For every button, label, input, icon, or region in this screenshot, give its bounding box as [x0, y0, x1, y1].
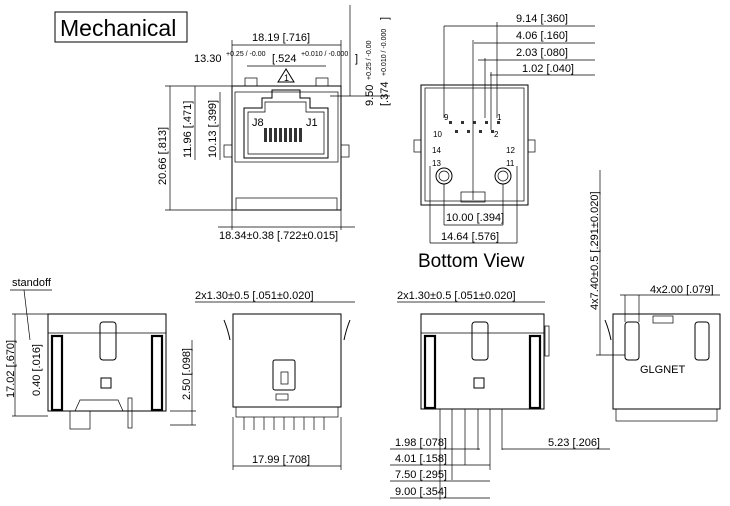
side-view-1: standoff 17.02 [.670] 0.40 [.016] 2.50 […	[5, 277, 196, 430]
side2-width-dim: 17.99 [.708]	[252, 454, 310, 466]
warning-triangle-icon	[277, 68, 295, 83]
bottom-post-spacing-dim: 10.00 [.394]	[446, 212, 504, 224]
front-height-above-tol: +0.25 / -0.00	[366, 40, 373, 80]
title-box	[54, 11, 188, 43]
brand-label: GLGNET	[640, 364, 686, 376]
side-view-2: 2x1.30±0.5 [.051±0.020] 17.99 [.708]	[195, 290, 355, 470]
side1-height-dim: 17.02 [.670]	[5, 340, 17, 398]
side3-tab-dim: 2x1.30±0.5 [.051±0.020]	[397, 290, 516, 302]
bottom-outer-spacing-dim: 14.64 [.576]	[441, 231, 499, 243]
pin-label: 11	[506, 159, 515, 168]
side-view-4: GLGNET 4x7.40±0.5 [.291±0.020] 4x2.00 [.…	[589, 170, 721, 422]
side4-tab-dim: 4x2.00 [.079]	[650, 284, 714, 296]
standoff-label: standoff	[12, 277, 52, 289]
front-height-above-in-tol: +0.010 / -0.000	[381, 29, 388, 76]
pin-label: 2	[494, 130, 499, 139]
side3-pin-dim: 1.98 [.078]	[395, 437, 447, 449]
side1-standoff-dim: 0.40 [.016]	[31, 344, 43, 396]
side4-height-dim: 4x7.40±0.5 [.291±0.020]	[589, 192, 601, 311]
front-opening-in: [.524	[272, 53, 296, 65]
side1-lead-dim: 2.50 [.098]	[181, 348, 193, 400]
pin-label: 1	[497, 113, 502, 122]
front-view: 18.19 [.716] 13.30 +0.25 / -0.00 [.524 +…	[157, 5, 391, 242]
pin-label: 9	[444, 113, 449, 122]
bottom-view-caption: Bottom View	[418, 251, 525, 272]
warning-glyph: 1	[284, 73, 289, 83]
front-opening-in-tol: +0.010 / -0.000	[301, 51, 348, 58]
bottom-dim: 1.02 [.040]	[522, 63, 574, 75]
pin-label-j1: J1	[306, 117, 318, 129]
title: Mechanical	[60, 15, 176, 41]
bottom-dim: 9.14 [.360]	[516, 13, 568, 25]
pin-label: 14	[432, 146, 441, 155]
pin-label: 12	[506, 146, 515, 155]
bottom-view: 9 1 10 2 14 12 13 11 9.14 [.360] 4.06 [.…	[413, 13, 595, 272]
pin-label: 10	[433, 130, 442, 139]
front-total-height-dim: 20.66 [.813]	[157, 127, 169, 185]
bottom-dim: 4.06 [.160]	[516, 30, 568, 42]
pin-label-j8: J8	[252, 117, 264, 129]
front-height-above-in-close: ]	[379, 17, 391, 20]
front-opening-dim: 13.30	[194, 53, 222, 65]
front-opening-tol: +0.25 / -0.00	[226, 51, 266, 58]
front-height-3-dim: 10.13 [.399]	[207, 100, 219, 158]
front-width-dim: 18.19 [.716]	[252, 32, 310, 44]
side3-pin-dim: 4.01 [.158]	[395, 453, 447, 465]
side-view-3: 2x1.30±0.5 [.051±0.020] 1.98 [.078] 4.01…	[390, 290, 610, 500]
side2-tab-dim: 2x1.30±0.5 [.051±0.020]	[195, 290, 314, 302]
front-height-above-in: [.374	[379, 82, 391, 106]
pin-label: 13	[432, 159, 441, 168]
side3-pin-dim: 9.00 [.354]	[395, 486, 447, 498]
front-height-2-dim: 11.96 [.471]	[182, 101, 194, 158]
front-opening-in-close: ]	[355, 53, 358, 65]
side3-pin-dim: 7.50 [.295]	[395, 469, 447, 481]
bottom-dim: 2.03 [.080]	[516, 47, 568, 59]
front-height-above-dim: 9.50	[364, 85, 376, 106]
side3-right-dim: 5.23 [.206]	[548, 437, 600, 449]
front-base-width-dim: 18.34±0.38 [.722±0.015]	[219, 230, 338, 242]
